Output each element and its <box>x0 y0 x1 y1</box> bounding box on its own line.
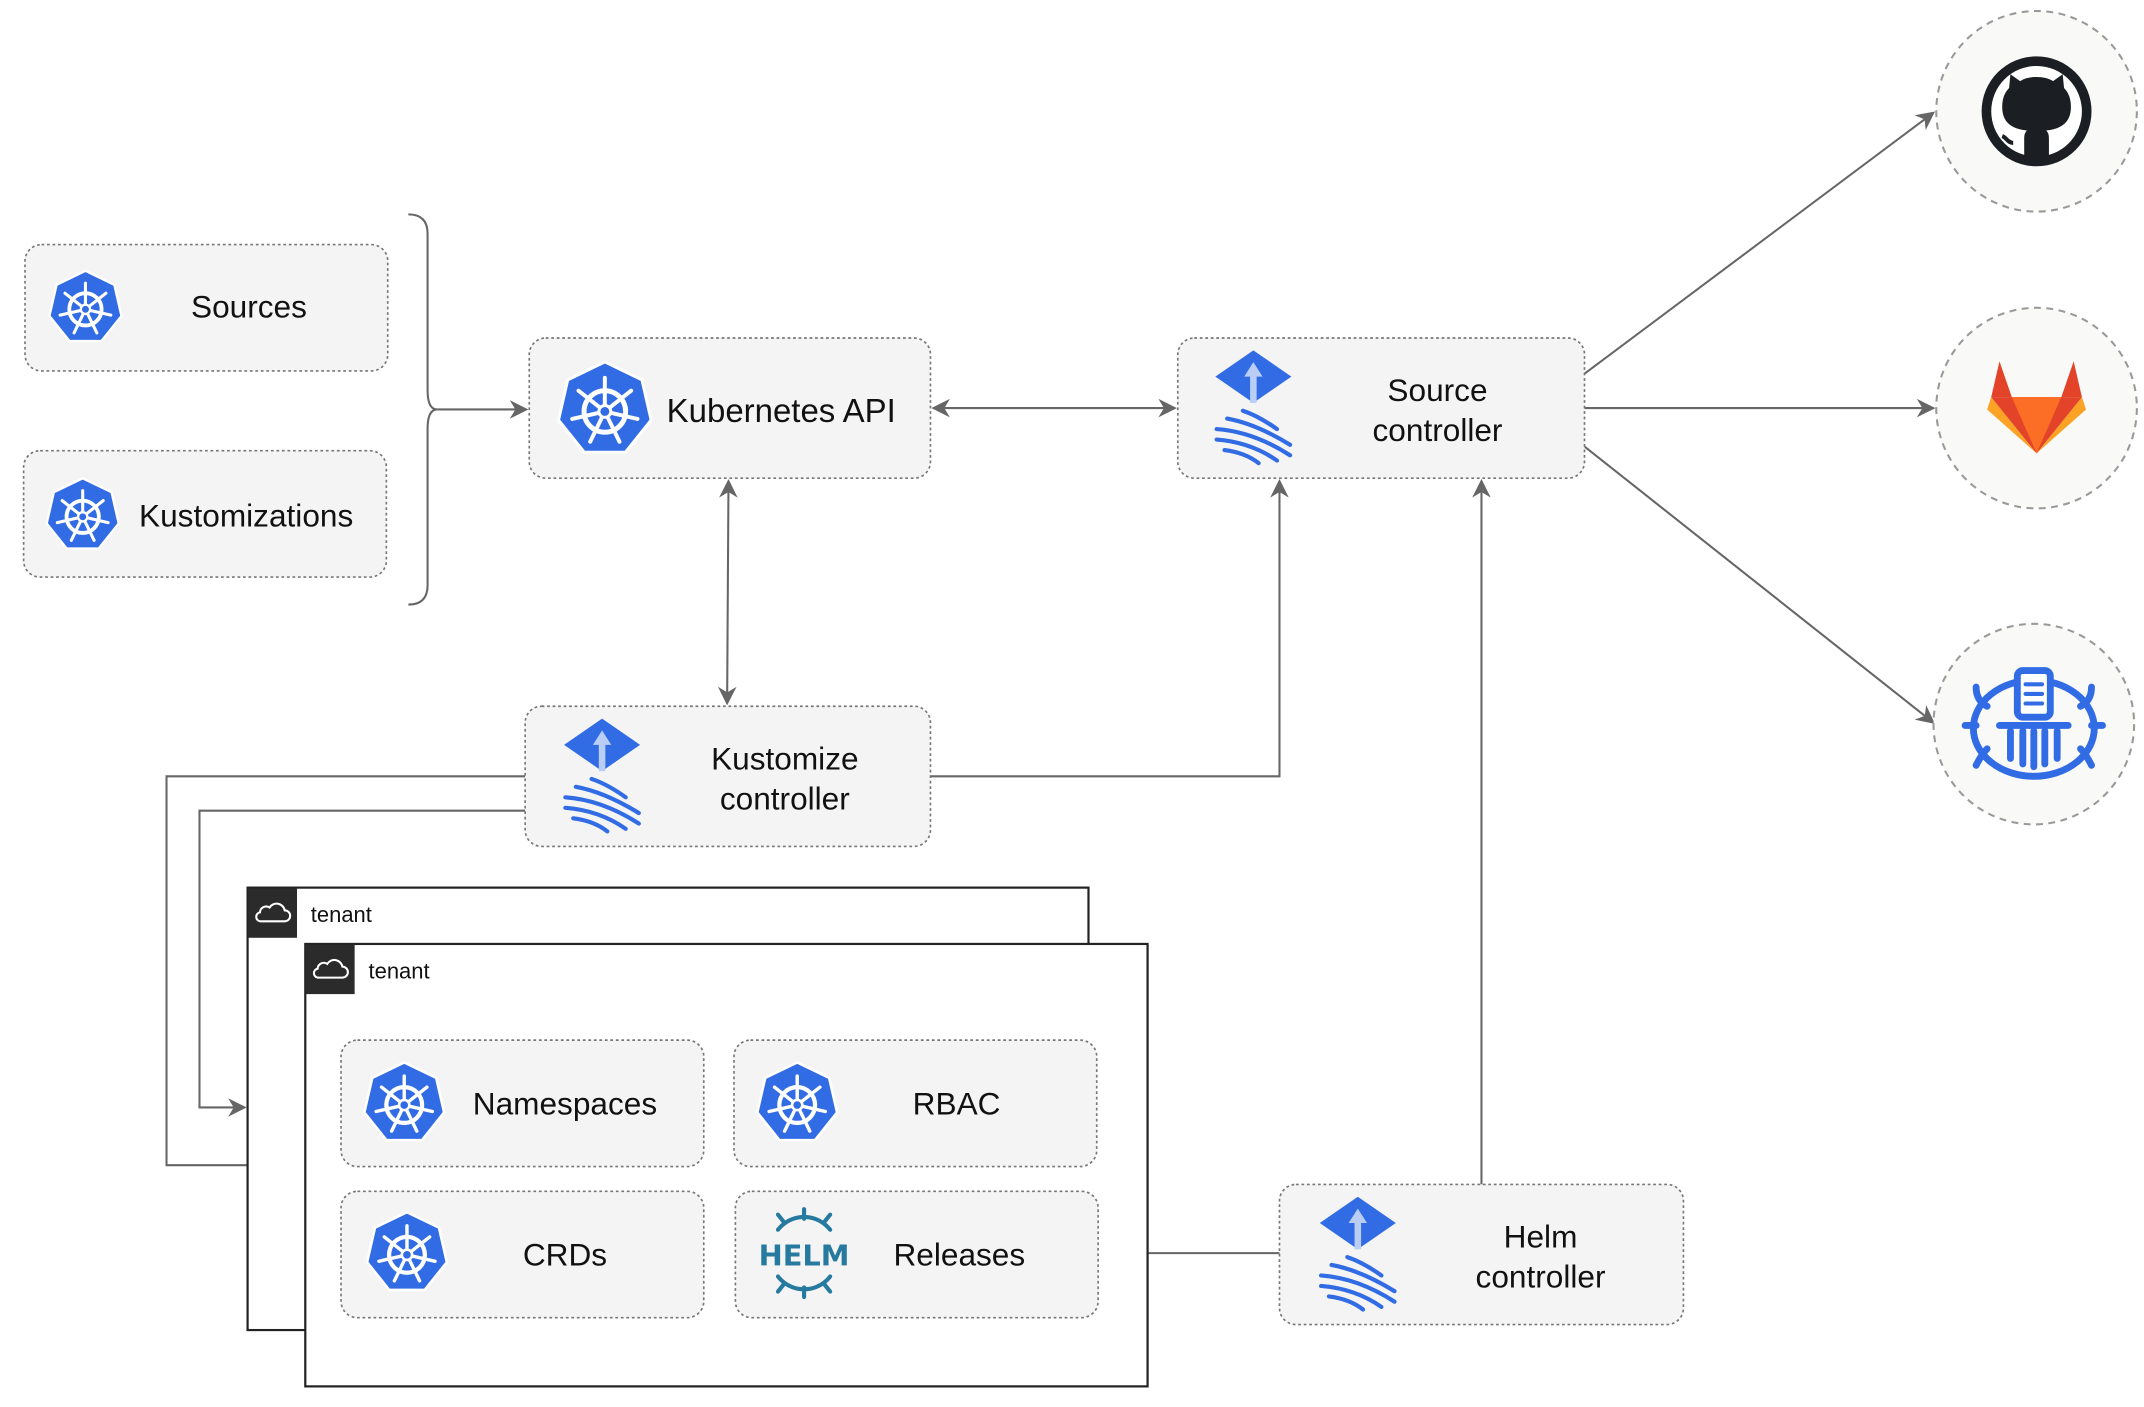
rbac-node[interactable]: RBAC <box>733 1039 1098 1168</box>
helm-controller-node[interactable]: Helm controller <box>1278 1183 1685 1326</box>
kustomize-controller-node[interactable]: Kustomize controller <box>524 705 932 848</box>
edge-kustomize-to-source-controller <box>930 479 1289 778</box>
sources-node[interactable]: Sources <box>24 243 389 372</box>
edges <box>165 111 1936 1263</box>
helm-icon: HELM <box>759 1207 850 1300</box>
github-node[interactable] <box>1935 9 2138 213</box>
helm-controller-label-line2: controller <box>1476 1258 1606 1294</box>
helm-controller-label-line1: Helm <box>1504 1219 1578 1255</box>
source-controller-label-line1: Source <box>1387 372 1487 408</box>
github-icon <box>1981 56 2092 167</box>
namespaces-node[interactable]: Namespaces <box>340 1039 705 1168</box>
crds-label: CRDs <box>523 1236 607 1272</box>
svg-text:HELM: HELM <box>759 1238 850 1272</box>
cloud-icon <box>305 943 355 995</box>
sources-label: Sources <box>191 288 307 324</box>
edge-kustomize-to-tenant-front <box>165 775 526 1175</box>
edge-source-to-github <box>1583 111 1935 375</box>
kustomize-controller-label-line2: controller <box>720 780 850 816</box>
source-controller-node[interactable]: Source controller <box>1176 337 1586 479</box>
source-controller-label-line2: controller <box>1373 412 1503 448</box>
cloud-icon <box>247 887 298 939</box>
edge-source-to-bucket <box>1583 445 1935 724</box>
releases-node[interactable]: HELM Releases <box>734 1190 1099 1319</box>
crds-node[interactable]: CRDs <box>340 1190 705 1319</box>
group-brace <box>408 213 438 606</box>
edge-kubernetes-api-kustomize-controller <box>717 479 738 706</box>
kubernetes-api-label: Kubernetes API <box>667 392 896 429</box>
kubernetes-api-node[interactable]: Kubernetes API <box>528 337 932 479</box>
rbac-label: RBAC <box>913 1085 1001 1121</box>
tenant-label: tenant <box>311 902 372 927</box>
edge-kustomize-to-tenant-back <box>198 809 526 1117</box>
kustomizations-node[interactable]: Kustomizations <box>22 449 388 578</box>
gitlab-node[interactable] <box>1935 306 2138 510</box>
kustomizations-label: Kustomizations <box>139 497 353 533</box>
bucket-node[interactable] <box>1932 622 2136 826</box>
kustomize-controller-label-line1: Kustomize <box>711 740 858 776</box>
tenant-label: tenant <box>369 958 430 983</box>
bucket-icon <box>1961 667 2106 780</box>
namespaces-label: Namespaces <box>473 1085 657 1121</box>
gitlab-icon <box>1987 361 2087 454</box>
releases-label: Releases <box>893 1236 1025 1272</box>
